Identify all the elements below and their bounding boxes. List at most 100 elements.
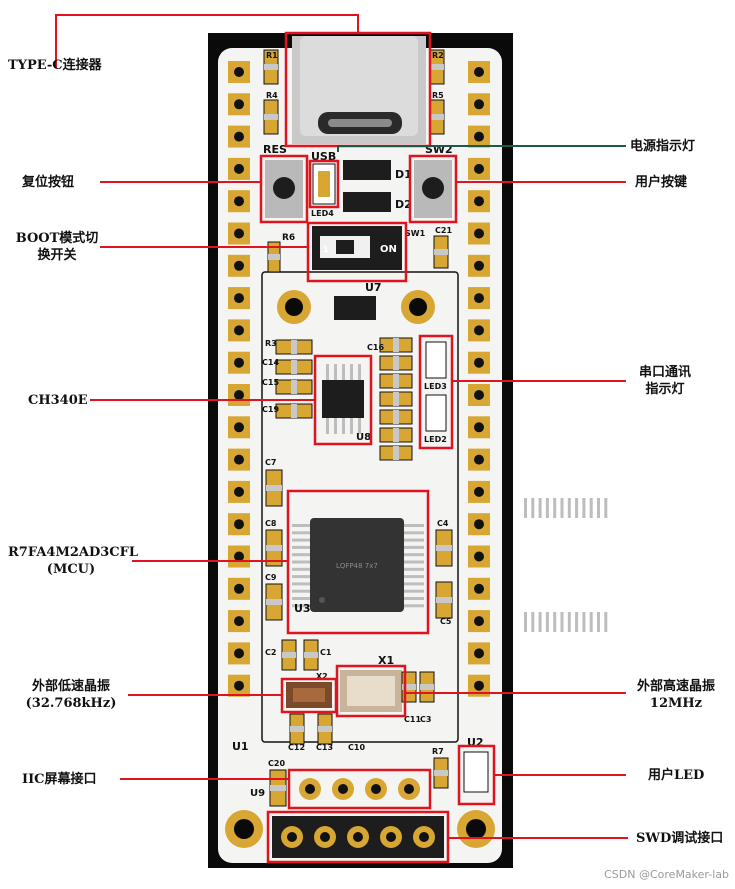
ch340-pin-bottom [358,418,361,434]
silk-c1: C1 [320,648,332,657]
capacitor-right-ch340-body [393,392,399,406]
silk-chip-marking: LQFP48 7x7 [336,562,378,570]
mcu-pin-bottom [597,612,600,632]
silk-d1: D1 [395,168,412,181]
left-header-pin-hole [234,551,244,562]
ch340-pin-bottom [334,418,337,434]
left-header-pin-hole [234,196,244,207]
silk-c13: C13 [316,743,333,752]
silk-u9: U9 [250,788,265,799]
mcu-pin-bottom [553,612,557,632]
right-header-pin-hole [474,357,484,368]
mcu-pin-top [589,498,593,518]
capacitor-right-ch340-body [393,428,399,442]
ch340-chip [322,380,364,418]
capacitor-c11-body [402,684,416,690]
capacitor-c4-body [436,545,452,551]
user-led-body [463,751,489,793]
capacitor-right-ch340-body [393,338,399,352]
ch340-pin-bottom [350,418,353,434]
right-header-pin-hole [474,422,484,433]
mcu-pin-top [597,498,600,518]
left-header-pin-hole [234,519,244,530]
label-ch340: CH340E [28,393,88,408]
left-header-pin-hole [234,163,244,174]
silk-sw-1: 1 [323,245,329,254]
silk-c9: C9 [265,573,277,582]
mcu-pin-left [292,582,310,586]
mcu-pin-top [538,498,542,518]
mcu-pin-left [292,597,310,600]
silk-led2: LED2 [424,435,447,444]
mcu-pin-top [560,498,564,518]
silk-u3: U3 [294,602,311,615]
led2-body [425,394,447,432]
capacitor-c13-body [318,726,332,732]
left-header-pin-hole [234,325,244,336]
label-hse-line1: 外部高速晶振 [636,679,715,694]
left-pin-header [228,61,250,697]
left-header-pin-hole [234,67,244,77]
mcu-pin-left [292,524,310,527]
mcu-pin-bottom [560,612,564,632]
usb-port-inner [328,119,392,127]
label-serial-leds-line2: 指示灯 [645,382,685,397]
capacitor-c1-body [304,652,318,658]
mcu-pin-right [404,575,424,579]
diode-d1 [343,160,391,180]
silk-c4: C4 [437,519,449,528]
usb-connector-face [300,36,418,136]
regulator-u7 [334,296,376,320]
silk-r3: R3 [265,339,277,348]
mcu-pin-right [404,589,424,593]
silk-c15: C15 [262,378,279,387]
left-header-pin-hole [234,131,244,142]
silk-x1: X1 [378,654,394,667]
capacitor-left-ch340-body [291,360,297,374]
label-lse-line2: (32.768kHz) [25,696,117,711]
left-header-pin-hole [234,422,244,433]
silk-c3: C3 [420,715,431,724]
right-header-pin-hole [474,196,484,207]
capacitor-c3-body [420,684,434,690]
silk-u8: U8 [356,432,371,443]
ch340-pin-bottom [326,418,329,434]
left-header-pin-hole [234,454,244,465]
left-header-pin-hole [234,99,244,110]
silk-r5: R5 [432,91,444,100]
label-reset-button: 复位按钮 [22,175,75,190]
mcu-pin-top [524,498,527,518]
watermark: CSDN @CoreMaker-lab [604,868,729,881]
right-header-pin-hole [474,486,484,497]
capacitor-c5-body [436,597,452,603]
capacitor-c20-body [270,785,286,791]
label-power-led: 电源指示灯 [630,139,696,154]
mcu-pin-bottom [538,612,542,632]
diode-d2 [343,192,391,212]
mcu-pin-bottom [524,612,527,632]
mcu-pin-left [292,531,310,535]
capacitor-right-ch340-body [393,410,399,424]
right-header-pin-hole [474,680,484,691]
box-iic [287,768,432,810]
silk-c11: C11 [404,715,421,724]
mcu-pin-left [292,545,310,549]
right-header-pin-hole [474,390,484,400]
ch340-pin-top [342,364,345,380]
led3-body [425,341,447,379]
mcu-pin-left [292,567,310,571]
mcu-pin-bottom [582,612,586,632]
label-boot-switch: BOOT模式切 换开关 [8,230,106,264]
box-power-led [308,159,340,209]
label-user-button: 用户按键 [635,175,688,190]
right-header-pin-hole [474,648,484,659]
label-swd: SWD调试接口 [636,831,724,846]
label-hse-line2: 12MHz [649,696,703,711]
power-led-chip [318,171,330,197]
mcu-pin-top [553,498,557,518]
crystal-x1-face [347,676,395,706]
silk-d2: D2 [395,198,412,211]
resistor-r6-body [268,254,280,260]
mount-hole-3-inner [234,819,254,839]
mcu-pin-right [404,604,424,608]
